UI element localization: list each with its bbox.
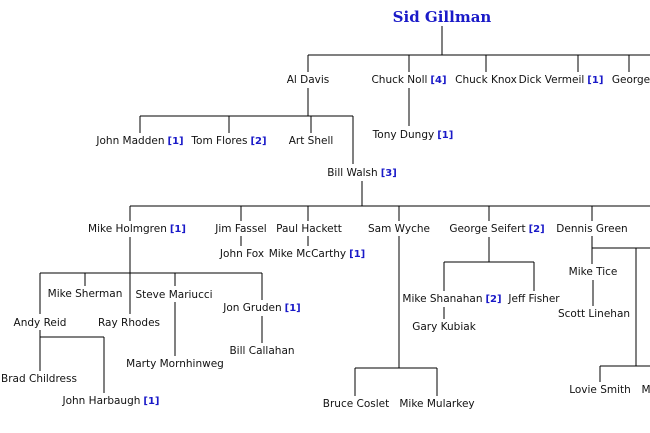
coach-name: Bruce Coslet [322,398,390,410]
coach-name: Tony Dungy [372,129,435,141]
coach-name: Mike Mularkey [399,398,475,410]
championship-count-link[interactable]: [2] [528,224,545,235]
coach-name: Dennis Green [556,223,628,235]
coach-node-al-davis: Al Davis [284,73,332,87]
coach-name: Sid Gillman [392,8,492,26]
coach-name: Chuck Knox [455,74,517,86]
championship-count-link[interactable]: [2] [250,136,267,147]
coach-node-gary-kubiak: Gary Kubiak [410,320,478,334]
coach-node-jim-fassel: Jim Fassel [213,222,269,236]
coach-node-scott-linehan: Scott Linehan [555,307,633,321]
coach-name: George [611,74,650,86]
coach-name: Mike Tice [568,266,618,278]
coach-name: Brad Childress [1,373,77,385]
coach-name: M [641,384,650,396]
coach-name: John Fox [219,248,265,260]
coach-name: Scott Linehan [557,308,631,320]
coach-node-john-fox: John Fox [217,247,267,261]
championship-count-link[interactable]: [1] [284,303,301,314]
coach-name: Marty Mornhinweg [126,358,224,370]
coach-name: Art Shell [288,135,334,147]
coach-name: Bill Walsh [327,167,378,179]
coach-node-chuck-noll: Chuck Noll[4] [369,73,449,88]
championship-count-link[interactable]: [4] [430,75,447,86]
coach-node-tony-dungy: Tony Dungy[1] [370,128,456,143]
coach-name: Bill Callahan [229,345,295,357]
coach-name: Steve Mariucci [135,289,213,301]
coach-node-mike-sherman: Mike Sherman [45,287,125,301]
coach-node-m-cut: M [639,383,650,397]
coach-name: Jon Gruden [223,302,282,314]
coach-node-bill-walsh: Bill Walsh[3] [325,166,399,181]
coach-node-steve-mariucci: Steve Mariucci [133,288,215,302]
coach-name: Chuck Noll [371,74,428,86]
championship-count-link[interactable]: [2] [485,294,502,305]
coach-name: John Madden [96,135,165,147]
championship-count-link[interactable]: [1] [349,249,366,260]
coach-node-bill-callahan: Bill Callahan [227,344,297,358]
coach-name: Tom Flores [191,135,248,147]
coach-node-marty-mornhinweg: Marty Mornhinweg [124,357,226,371]
coach-node-mike-holmgren: Mike Holmgren[1] [86,222,188,237]
coach-node-mike-shanahan: Mike Shanahan[2] [400,292,504,307]
coach-name: Al Davis [286,74,330,86]
coach-name: Mike Sherman [47,288,123,300]
coach-node-mike-mularkey: Mike Mularkey [397,397,477,411]
coach-node-chuck-knox: Chuck Knox [453,73,519,87]
coach-node-dick-vermeil: Dick Vermeil[1] [516,73,606,88]
championship-count-link[interactable]: [1] [167,136,184,147]
coach-name: Sam Wyche [368,223,430,235]
coach-node-mike-tice: Mike Tice [566,265,620,279]
coach-node-john-harbaugh: John Harbaugh[1] [60,394,162,409]
coach-name: Paul Hackett [276,223,342,235]
coach-node-ray-rhodes: Ray Rhodes [95,316,163,330]
coach-node-dennis-green: Dennis Green [554,222,630,236]
championship-count-link[interactable]: [1] [437,130,454,141]
championship-count-link[interactable]: [1] [587,75,604,86]
championship-count-link[interactable]: [3] [380,168,397,179]
coach-node-tom-flores: Tom Flores[2] [189,134,269,149]
championship-count-link[interactable]: [1] [169,224,186,235]
coach-node-sid-gillman: Sid Gillman [390,8,494,26]
coach-name: Gary Kubiak [412,321,476,333]
coach-name: Dick Vermeil [518,74,585,86]
coach-node-jeff-fisher: Jeff Fisher [506,292,562,306]
championship-count-link[interactable]: [1] [143,396,160,407]
coach-node-paul-hackett: Paul Hackett [274,222,344,236]
coach-node-brad-childress: Brad Childress [0,372,79,386]
coach-name: Ray Rhodes [97,317,161,329]
coach-name: Jim Fassel [215,223,267,235]
coach-name: George Seifert [449,223,526,235]
coach-node-george: George [609,73,650,87]
coach-node-mike-mccarthy: Mike McCarthy[1] [266,247,368,262]
coach-name: Jeff Fisher [508,293,560,305]
coach-node-lovie-smith: Lovie Smith [567,383,633,397]
coach-node-art-shell: Art Shell [286,134,336,148]
coach-node-john-madden: John Madden[1] [94,134,186,149]
coach-node-jon-gruden: Jon Gruden[1] [221,301,303,316]
coach-name: Mike Shanahan [402,293,483,305]
coach-name: Lovie Smith [569,384,631,396]
coach-node-sam-wyche: Sam Wyche [366,222,432,236]
coach-node-andy-reid: Andy Reid [11,316,69,330]
coach-node-bruce-coslet: Bruce Coslet [320,397,392,411]
coach-name: Mike McCarthy [268,248,347,260]
coach-node-george-seifert: George Seifert[2] [447,222,547,237]
coach-name: John Harbaugh [62,395,141,407]
coach-name: Andy Reid [13,317,67,329]
coach-name: Mike Holmgren [88,223,167,235]
